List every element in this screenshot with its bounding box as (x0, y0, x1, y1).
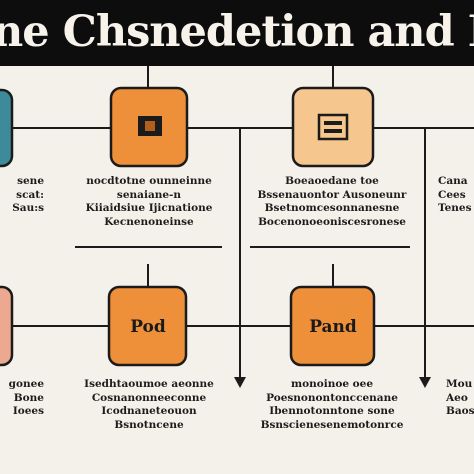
list-box-icon (317, 113, 349, 141)
node-bottom-left (0, 285, 14, 367)
note-line: Baose (446, 405, 474, 417)
note-line: Boeaoedane toe (285, 175, 379, 187)
note-line: Aeo (446, 391, 468, 404)
note-line: Bsnotncene (114, 418, 184, 431)
note-line: nocdtotne ounneinne (86, 175, 212, 187)
note-line: Ibennotonntone sone (269, 405, 395, 417)
note-row1-center: nocdtotne ounneinne senaiane-n Kiiaidsiu… (70, 175, 228, 229)
title-bar: ne Chsnedetion and Peuncioze P (0, 0, 474, 66)
node-label-pod: Pod (130, 317, 166, 337)
note-line: Mou (446, 378, 473, 390)
note-line: Bsnscienesenemotonrce (260, 418, 404, 431)
note-line: monoinoe oee (290, 378, 374, 390)
note-line: Cosnanonneeconne (91, 391, 207, 404)
note-row1-left: sene scat: Sau:s (0, 175, 44, 216)
node-bottom-center (107, 285, 188, 367)
note-line: Bsetnomcesonnanesne (264, 202, 400, 214)
note-line: Cana (438, 175, 468, 187)
note-row2-left: gonee Bone Ioees (0, 378, 44, 419)
note-line: Kecnenoneinse (104, 215, 194, 228)
note-line: Ioees (12, 405, 44, 417)
note-line: Poesnonontonccenane (266, 391, 398, 404)
note-line: Isedhtaoumoe aeonne (84, 378, 214, 390)
arrow-head (419, 377, 431, 388)
note-line: Cees (438, 188, 466, 201)
note-line: gonee (8, 378, 44, 390)
page-title: ne Chsnedetion and Peuncioze P (0, 7, 474, 57)
note-row1-far-right: Cana Cees Tenes (438, 175, 474, 216)
note-line: Icodnaneteouon (101, 405, 197, 417)
note-row1-right: Boeaoedane toe Bssenauontor Ausoneunr Bs… (248, 175, 416, 229)
note-row2-far-right: Mou Aeo Baose (446, 378, 474, 419)
node-top-left (0, 88, 14, 168)
note-line: Sau:s (12, 202, 44, 214)
arrow-head (234, 377, 246, 388)
note-line: sene (17, 175, 44, 187)
node-bottom-right (289, 285, 376, 367)
note-line: senaiane-n (116, 188, 182, 201)
note-line: scat: (16, 188, 44, 201)
note-row2-center: Isedhtaoumoe aeonne Cosnanonneeconne Ico… (68, 378, 230, 432)
note-line: Bone (13, 391, 44, 404)
node-label-pand: Pand (309, 317, 357, 337)
square-icon (138, 116, 162, 136)
note-line: Bocenonoeoniscesronese (258, 215, 406, 228)
note-line: Bssenauontor Ausoneunr (257, 188, 407, 201)
note-line: Tenes (438, 202, 472, 214)
note-row2-right: monoinoe oee Poesnonontonccenane Ibennot… (248, 378, 416, 432)
note-line: Kiiaidsiue Ijicnatione (85, 202, 213, 214)
